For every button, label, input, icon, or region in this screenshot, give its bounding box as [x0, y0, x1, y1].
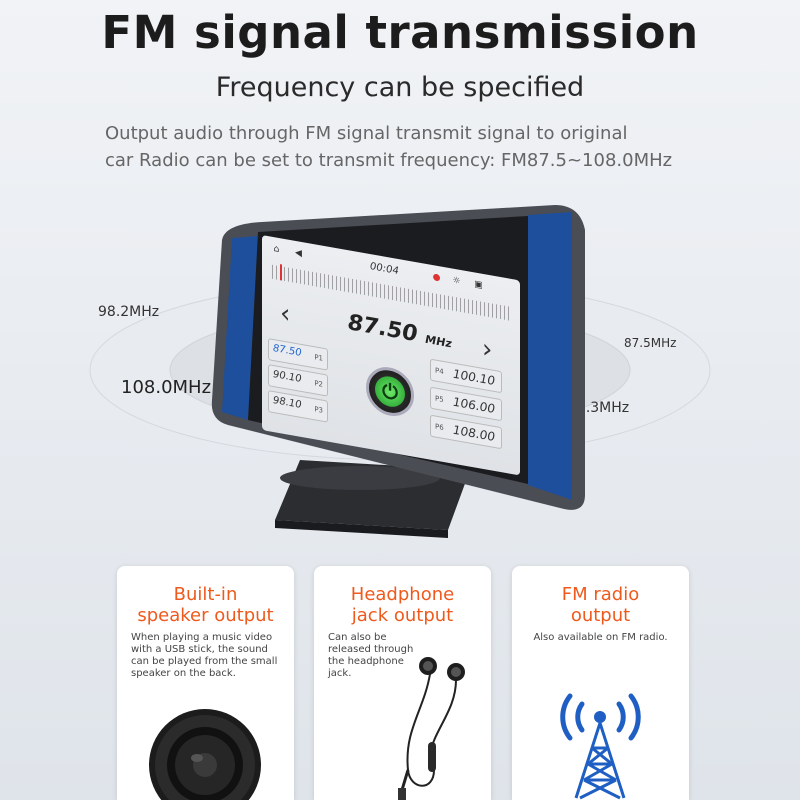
preset-value: 106.00 — [453, 394, 495, 417]
speaker-icon — [149, 709, 261, 800]
preset-value: 98.10 — [273, 394, 302, 411]
next-frequency-button[interactable]: › — [482, 333, 493, 366]
card-title: Built-in speaker output — [117, 584, 294, 626]
page-subtitle: Frequency can be specified — [215, 72, 585, 103]
window-icon[interactable]: ▣ — [474, 279, 483, 291]
description-line-1: Output audio through FM signal transmit … — [105, 123, 628, 144]
preset-label: P6 — [435, 422, 444, 433]
tuner-needle — [280, 264, 282, 281]
card-title-line-2: output — [570, 605, 631, 626]
freq-label-87-5: 87.5MHz — [624, 336, 677, 350]
power-button[interactable]: ⏻ — [366, 363, 414, 420]
brightness-icon[interactable]: ☼ — [452, 275, 461, 288]
power-icon: ⏻ — [375, 373, 405, 410]
description-line-2: car Radio can be set to transmit frequen… — [105, 150, 673, 171]
preset-value: 87.50 — [273, 342, 302, 359]
clock: 00:04 — [370, 261, 399, 278]
preset-value: 100.10 — [453, 366, 495, 389]
earphones-icon — [398, 657, 465, 800]
feature-card-headphone: Headphone jack output Can also be releas… — [314, 566, 491, 800]
card-title-line-1: Headphone — [350, 584, 455, 605]
prev-frequency-button[interactable]: ‹ — [280, 298, 291, 331]
current-frequency-unit: MHz — [425, 332, 452, 351]
preset-label: P1 — [314, 353, 323, 363]
card-title-line-1: FM radio — [561, 584, 640, 605]
current-frequency-value: 87.50 — [348, 310, 418, 348]
card-title-line-2: speaker output — [137, 605, 274, 626]
feature-card-fm-radio: FM radio output Also available on FM rad… — [512, 566, 689, 800]
card-title-line-1: Built-in — [173, 584, 238, 605]
preset-value: 90.10 — [273, 368, 302, 385]
page-title: FM signal transmission — [101, 6, 699, 59]
preset-label: P4 — [435, 366, 444, 377]
card-text: When playing a music video with a USB st… — [131, 632, 278, 679]
preset-label: P5 — [435, 394, 444, 405]
current-frequency: 87.50 MHz — [348, 310, 452, 353]
preset-label: P2 — [314, 379, 323, 389]
volume-icon[interactable]: ◀ — [295, 247, 302, 260]
card-title: FM radio output — [512, 584, 689, 626]
card-text: Can also be released through the headpho… — [328, 632, 414, 679]
feature-card-speaker: Built-in speaker output When playing a m… — [117, 566, 294, 800]
preset-p6[interactable]: P6 108.00 — [430, 414, 502, 450]
freq-label-98-2: 98.2MHz — [98, 304, 160, 320]
card-title-line-2: jack output — [351, 605, 454, 626]
car-display-device: ⌂ ◀ 00:04 ● ☼ ▣ ‹ 87.50 MHz › 87.50 P1 9… — [211, 205, 586, 538]
description: Output audio through FM signal transmit … — [105, 120, 725, 174]
card-title: Headphone jack output — [314, 584, 491, 626]
radio-tower-icon — [560, 693, 641, 800]
preset-value: 108.00 — [453, 422, 495, 445]
preset-label: P3 — [314, 405, 323, 415]
card-text: Also available on FM radio. — [533, 632, 668, 643]
home-icon[interactable]: ⌂ — [273, 244, 280, 256]
record-icon: ● — [432, 272, 441, 284]
freq-label-108-0: 108.0MHz — [121, 377, 212, 398]
